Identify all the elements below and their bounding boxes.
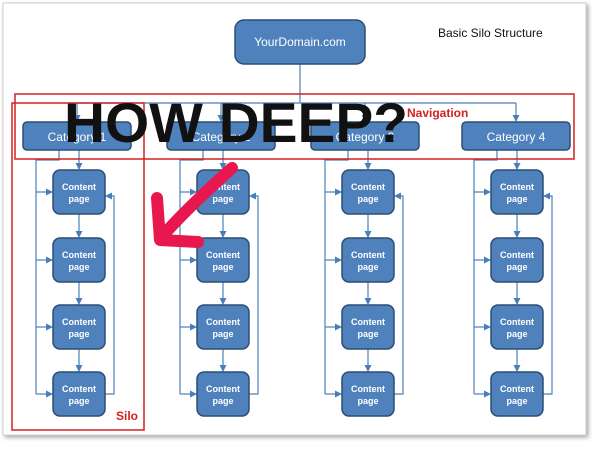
navigation-highlight [14, 93, 575, 160]
content-page-box[interactable] [490, 169, 544, 215]
silo-highlight [11, 102, 145, 431]
silo-left-line [473, 150, 498, 394]
content-page-box[interactable] [196, 371, 250, 417]
overlay-heading: HOW DEEP? [64, 91, 408, 154]
content-page-box[interactable] [52, 371, 106, 417]
content-page-label: page [506, 329, 527, 339]
content-page-label: page [212, 262, 233, 272]
content-page-label: page [212, 396, 233, 406]
content-page-label: Content [500, 317, 534, 327]
content-page-label: page [68, 396, 89, 406]
root-domain-box[interactable] [234, 19, 366, 65]
content-page-box[interactable] [490, 304, 544, 350]
content-page-label: page [506, 396, 527, 406]
content-page-box[interactable] [490, 371, 544, 417]
content-page-label: page [506, 194, 527, 204]
content-page-label: Content [62, 182, 96, 192]
content-page-label: page [68, 262, 89, 272]
content-page-box[interactable] [490, 237, 544, 283]
content-page-box[interactable] [341, 237, 395, 283]
content-page-label: page [506, 262, 527, 272]
content-page-label: Content [206, 317, 240, 327]
category-label-1: Category 1 [48, 130, 107, 144]
page-frame [2, 2, 587, 436]
category-box-3[interactable] [310, 121, 420, 151]
content-page-label: Content [62, 317, 96, 327]
category-label-3: Category 3 [336, 130, 395, 144]
content-page-label: page [68, 194, 89, 204]
content-page-label: page [357, 329, 378, 339]
content-page-label: Content [206, 182, 240, 192]
content-page-box[interactable] [52, 304, 106, 350]
category-label-2: Category 2 [192, 130, 251, 144]
root-domain-label: YourDomain.com [254, 35, 346, 49]
content-page-label: Content [351, 182, 385, 192]
connectors [35, 64, 553, 398]
content-page-label: Content [500, 250, 534, 260]
content-page-label: Content [206, 384, 240, 394]
silo-left-line [35, 150, 60, 394]
content-page-label: Content [62, 250, 96, 260]
content-page-label: page [357, 262, 378, 272]
silo-right-return [105, 192, 115, 395]
content-page-label: page [357, 396, 378, 406]
content-page-label: page [212, 329, 233, 339]
category-box-4[interactable] [461, 121, 571, 151]
content-page-box[interactable] [341, 304, 395, 350]
content-page-label: Content [351, 317, 385, 327]
content-page-box[interactable] [52, 237, 106, 283]
silo-right-return [249, 192, 259, 395]
silo-label: Silo [116, 409, 138, 423]
category-box-1[interactable] [22, 121, 132, 151]
category-label-4: Category 4 [487, 130, 546, 144]
pink-arrow-icon [151, 162, 238, 248]
content-page-label: Content [351, 250, 385, 260]
content-page-box[interactable] [196, 237, 250, 283]
content-page-box[interactable] [52, 169, 106, 215]
navigation-label: Navigation [407, 106, 468, 120]
diagram-title: Basic Silo Structure [438, 26, 543, 40]
content-page-box[interactable] [341, 169, 395, 215]
content-page-label: Content [500, 182, 534, 192]
content-page-box[interactable] [196, 304, 250, 350]
content-page-label: Content [206, 250, 240, 260]
silo-left-line [179, 150, 204, 394]
silo-left-line [324, 150, 349, 394]
category-box-2[interactable] [166, 121, 276, 151]
content-page-label: page [212, 194, 233, 204]
content-page-label: Content [351, 384, 385, 394]
content-page-box[interactable] [341, 371, 395, 417]
content-page-label: Content [62, 384, 96, 394]
content-page-label: page [68, 329, 89, 339]
content-page-label: page [357, 194, 378, 204]
silo-right-return [394, 192, 404, 395]
content-page-label: Content [500, 384, 534, 394]
silo-right-return [543, 192, 553, 395]
